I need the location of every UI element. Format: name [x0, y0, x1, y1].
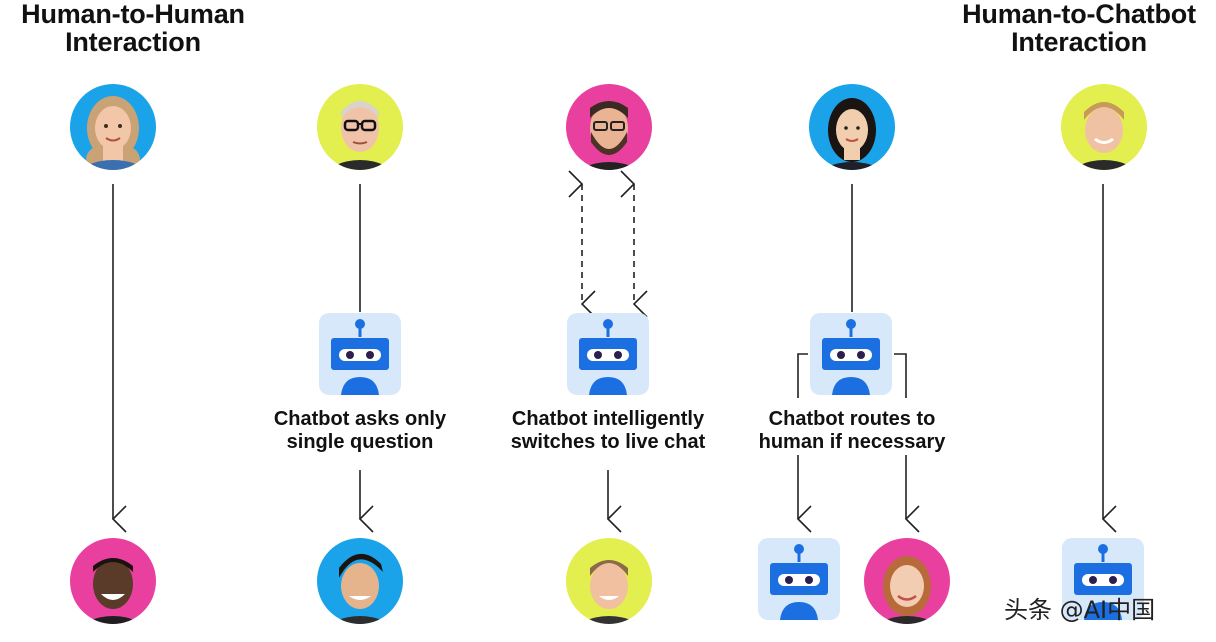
avatar-man-blonde: [1061, 84, 1147, 170]
person-avatar-icon: [809, 84, 895, 170]
caption-line: Chatbot asks only: [273, 408, 447, 430]
chatbot-router: [810, 313, 892, 395]
caption-single-question: Chatbot asks only single question: [230, 408, 490, 454]
robot-icon: [822, 319, 880, 395]
title-line: Human-to-Chatbot: [962, 0, 1196, 29]
person-avatar-icon: [566, 84, 652, 170]
caption-line: switches to live chat: [510, 431, 706, 453]
caption-line: human if necessary: [758, 431, 946, 453]
robot-icon: [1074, 544, 1132, 620]
person-avatar-icon: [1061, 84, 1147, 170]
avatar-man-smiling: [70, 538, 156, 624]
title-line: Human-to-Human: [21, 0, 245, 29]
caption-live-chat: Chatbot intelligently switches to live c…: [478, 408, 738, 454]
caption-line: Chatbot routes to: [768, 408, 936, 430]
robot-icon: [331, 319, 389, 395]
avatar-man-glasses-gray: [317, 84, 403, 170]
person-avatar-icon: [566, 538, 652, 624]
person-avatar-icon: [70, 84, 156, 170]
person-avatar-icon: [70, 538, 156, 624]
branch-right: [894, 353, 907, 398]
title-line: Interaction: [65, 27, 201, 57]
avatar-woman-blonde: [70, 84, 156, 170]
watermark-text: 头条 @AI中国: [1004, 596, 1156, 624]
avatar-woman-dark-hair: [809, 84, 895, 170]
robot-icon: [770, 544, 828, 620]
title-human-to-chatbot: Human-to-Chatbot Interaction: [938, 0, 1216, 56]
person-avatar-icon: [317, 84, 403, 170]
chatbot-routed: [758, 538, 840, 620]
chatbot-live-chat: [567, 313, 649, 395]
avatar-man-beard-glasses: [566, 84, 652, 170]
caption-line: Chatbot intelligently: [511, 408, 705, 430]
caption-routes: Chatbot routes to human if necessary: [722, 408, 982, 454]
avatar-man-young: [317, 538, 403, 624]
chatbot-h2c: [1062, 538, 1144, 620]
avatar-woman-red-hair: [864, 538, 950, 624]
caption-line: single question: [286, 431, 434, 453]
chatbot-single-question: [319, 313, 401, 395]
avatar-man-short-hair: [566, 538, 652, 624]
person-avatar-icon: [864, 538, 950, 624]
robot-icon: [579, 319, 637, 395]
title-human-to-human: Human-to-Human Interaction: [0, 0, 266, 56]
person-avatar-icon: [317, 538, 403, 624]
branch-left: [797, 353, 808, 398]
title-line: Interaction: [1011, 27, 1147, 57]
